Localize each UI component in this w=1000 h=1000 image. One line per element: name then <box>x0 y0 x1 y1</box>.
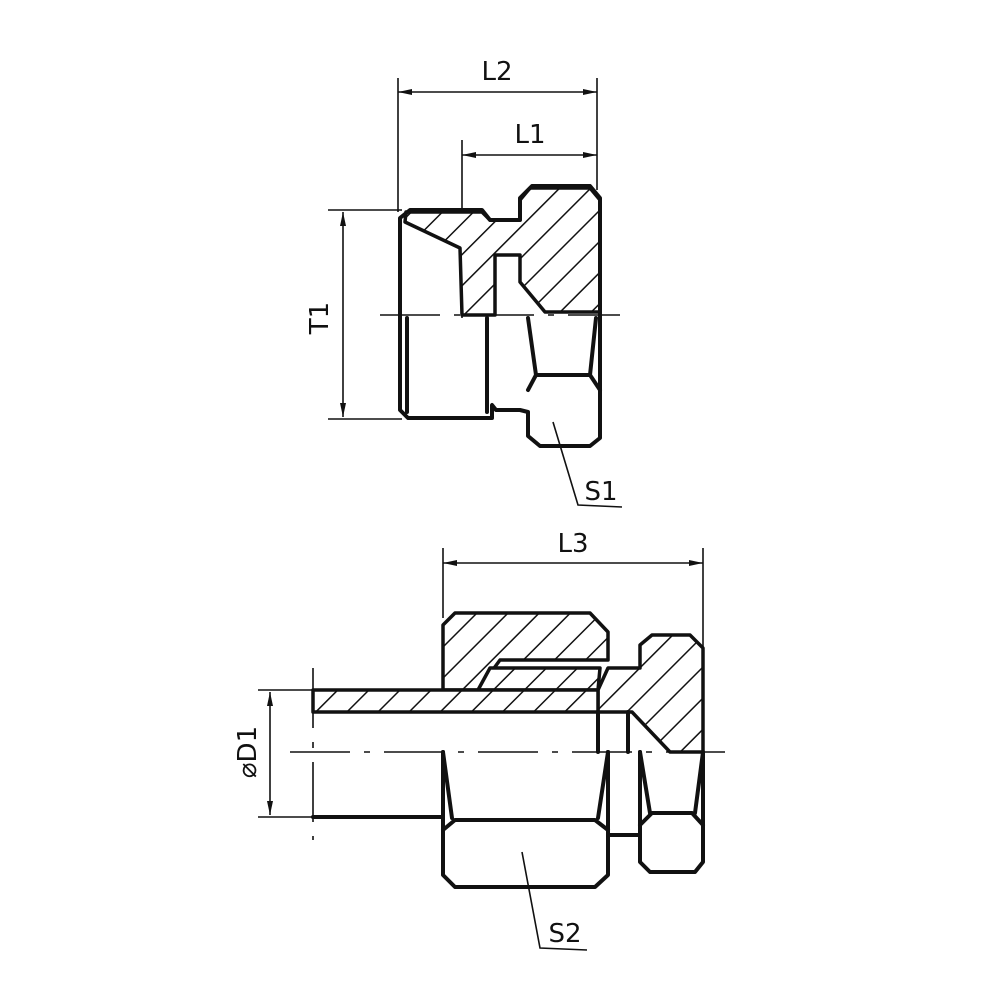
plug-lower-outline <box>638 750 705 874</box>
plug-face-left <box>638 750 652 815</box>
hex-edge-left <box>526 373 538 392</box>
l3-label: L3 <box>557 529 588 559</box>
nut-hex-edge <box>441 818 610 832</box>
tube-connection-view: L3 ⌀D1 S2 <box>233 529 725 951</box>
tube-wall-hatch <box>311 688 600 714</box>
neck-lower <box>606 750 642 837</box>
plug-section-hatch <box>403 186 602 317</box>
hex-face-right <box>588 316 598 377</box>
ring-section-hatch <box>476 666 602 692</box>
plug-face-right <box>693 750 705 815</box>
s1-leader <box>552 421 623 508</box>
plug-outline <box>398 184 602 448</box>
d1-label: ⌀D1 <box>233 726 263 778</box>
plug-section-hatch-2 <box>596 633 705 754</box>
hex-edge <box>534 373 602 392</box>
s2-leader <box>521 851 588 951</box>
nut-face-left <box>441 750 454 820</box>
l1-label: L1 <box>514 120 545 150</box>
nut-lower-outline <box>441 750 610 889</box>
s2-label: S2 <box>548 919 581 949</box>
plug-hex-edge <box>638 811 705 827</box>
s1-label: S1 <box>584 477 617 507</box>
hex-face-left <box>526 316 538 377</box>
plug-view: L2 L1 T1 S1 <box>305 57 623 508</box>
l2-label: L2 <box>481 57 512 87</box>
t1-label: T1 <box>305 302 335 335</box>
